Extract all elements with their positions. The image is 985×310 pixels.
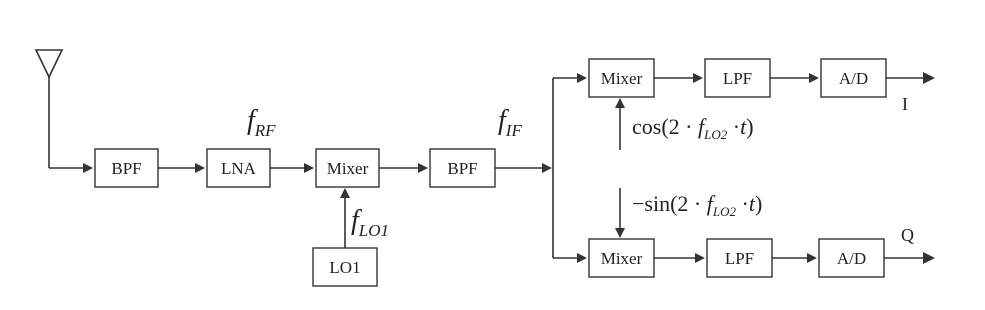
wire-adc-i-output	[886, 72, 935, 84]
bpf-block-1: BPF	[94, 148, 159, 188]
lpf-block-i: LPF	[704, 58, 771, 98]
mixer-block-i: Mixer	[588, 58, 655, 98]
cos-prefix: cos(2	[632, 114, 680, 139]
f-if-subscript: IF	[505, 121, 523, 140]
f-lo1-symbol: f	[351, 205, 362, 236]
wire-sin-lo2-to-mixer-q	[615, 188, 625, 238]
wire-lna-to-mixer	[270, 163, 314, 173]
lna-block: LNA	[206, 148, 271, 188]
cos-t-symbol: t	[740, 114, 747, 139]
sin-dot-2: ·	[736, 191, 749, 216]
adc-block-q: A/D	[818, 238, 885, 278]
f-rf-subscript: RF	[254, 121, 276, 140]
mixer-q-label: Mixer	[601, 249, 643, 268]
wire-bpf2-to-splitter	[495, 78, 554, 258]
bpf-2-label: BPF	[447, 159, 477, 178]
sin-lo2-label: −sin(2 · fLO2 ·t)	[632, 191, 762, 219]
sin-f-symbol: f	[707, 191, 716, 216]
output-i-label: I	[902, 94, 908, 114]
wire-cos-lo2-to-mixer-i	[615, 98, 625, 150]
cos-f-subscript: LO2	[703, 127, 728, 142]
cos-f-symbol: f	[698, 114, 707, 139]
lo1-label: LO1	[329, 258, 360, 277]
lpf-q-label: LPF	[725, 249, 754, 268]
wire-lpf-q-to-adc-q	[772, 253, 817, 263]
lpf-i-label: LPF	[723, 69, 752, 88]
antenna-icon	[34, 49, 93, 173]
lpf-block-q: LPF	[706, 238, 773, 278]
mixer-block-1: Mixer	[315, 148, 380, 188]
sin-dot-1: ·	[688, 191, 706, 216]
adc-i-label: A/D	[839, 69, 868, 88]
wire-mixer-to-bpf2	[379, 163, 428, 173]
lo1-block: LO1	[312, 247, 378, 287]
cos-dot-2: ·	[727, 114, 740, 139]
bpf-1-label: BPF	[111, 159, 141, 178]
mixer-1-label: Mixer	[327, 159, 369, 178]
f-rf-label: fRF	[247, 105, 276, 140]
sin-t-symbol: t	[749, 191, 756, 216]
f-rf-symbol: f	[247, 105, 258, 136]
wire-mixer-i-to-lpf-i	[654, 73, 703, 83]
wire-bpf1-to-lna	[158, 163, 205, 173]
f-lo1-label: fLO1	[351, 205, 389, 240]
output-q-label: Q	[901, 225, 914, 245]
cos-close: )	[746, 114, 753, 139]
sin-prefix: −sin(2	[632, 191, 688, 216]
wire-lo1-to-mixer	[340, 188, 350, 248]
cos-lo2-label: cos(2 · fLO2 ·t)	[632, 114, 754, 142]
sin-close: )	[755, 191, 762, 216]
wire-splitter-to-mixer-i	[553, 73, 587, 83]
sin-f-subscript: LO2	[712, 204, 737, 219]
mixer-block-q: Mixer	[588, 238, 655, 278]
wire-mixer-q-to-lpf-q	[654, 253, 705, 263]
wire-splitter-to-mixer-q	[553, 253, 587, 263]
f-lo1-subscript: LO1	[358, 221, 389, 240]
adc-q-label: A/D	[837, 249, 866, 268]
f-if-symbol: f	[498, 105, 509, 136]
lna-label: LNA	[221, 159, 257, 178]
wire-lpf-i-to-adc-i	[770, 73, 819, 83]
f-if-label: fIF	[498, 105, 522, 140]
adc-block-i: A/D	[820, 58, 887, 98]
wire-adc-q-output	[884, 252, 935, 264]
bpf-block-2: BPF	[429, 148, 496, 188]
cos-dot-1: ·	[680, 114, 698, 139]
mixer-i-label: Mixer	[601, 69, 643, 88]
